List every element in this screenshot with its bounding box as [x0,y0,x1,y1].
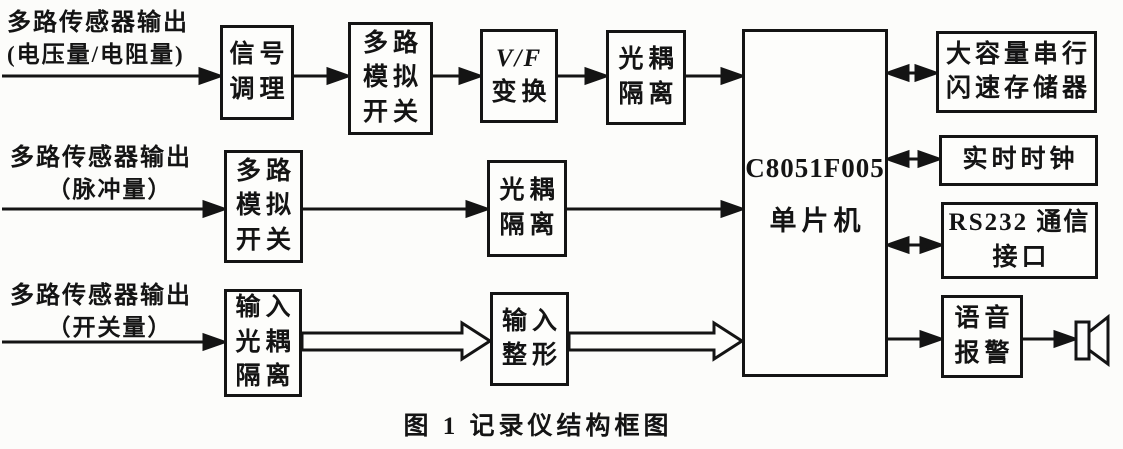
block-label-line: 光耦 [235,328,296,356]
arrow-mcu-rs232-bidirectional [883,235,946,255]
block-label-line: 整形 [501,342,562,369]
arrow-input3-to-input-opto [2,332,229,352]
input-label-line2: (电压量/电阻量) [7,42,185,68]
block-label-line: 隔离 [499,211,560,239]
arrow-opto2-to-mcu [567,199,747,219]
input-label-line1: 多路传感器输出 [10,283,192,309]
block-vf-converter: V/F 变换 [480,29,558,123]
arrow-mcu-flash-bidirectional [883,63,941,83]
block-label-line: 模拟 [235,192,296,220]
arrow-analog-switch-to-vf [433,66,485,86]
block-label-line: 接口 [992,243,1051,271]
block-input-shaping: 输入 整形 [490,292,569,386]
block-label-line: 模拟 [362,64,423,92]
block-rtc: 实时时钟 [939,135,1098,186]
bus-arrow-input-opto-to-shaping [300,320,493,362]
block-label-line: 输入 [501,307,562,335]
block-label-line: 开关 [362,98,423,126]
input-label-voltage-resistance: 多路传感器输出 (电压量/电阻量) [7,7,189,70]
block-label-line: 单片机 [769,206,866,236]
block-voice-alarm: 语音 报警 [941,295,1023,378]
block-label-line: 变换 [491,79,552,106]
block-analog-switch-2: 多路 模拟 开关 [224,150,303,263]
block-label-line: RS232 通信 [948,209,1091,236]
arrow-mcu-rtc-bidirectional [883,149,944,169]
block-label-line: 调理 [229,75,290,103]
input-label-line1: 多路传感器输出 [10,145,192,171]
block-input-opto-isolation: 输入 光耦 隔离 [224,289,302,397]
block-label-line: 隔离 [618,80,679,108]
arrow-input2-to-analog-switch2 [2,199,229,219]
input-label-line2: （开关量） [47,315,173,341]
block-label-line: V/F [495,44,543,72]
block-signal-conditioning: 信号 调理 [220,25,294,120]
block-label-line: 实时时钟 [962,146,1079,174]
block-opto-isolation-2: 光耦 隔离 [487,160,567,257]
block-label-line: 信号 [229,41,290,68]
block-label-line: 大容量串行 [945,40,1091,68]
figure-caption: 图 1 记录仪结构框图 [403,413,673,440]
block-analog-switch-1: 多路 模拟 开关 [348,22,433,135]
block-label-line: 光耦 [499,177,560,204]
mcu-label: C8051F005 单片机 [745,150,885,241]
block-opto-isolation-1: 光耦 隔离 [606,30,686,125]
speaker-icon [1074,313,1110,367]
block-flash-memory: 大容量串行 闪速存储器 [936,31,1097,113]
input-label-switch: 多路传感器输出 （开关量） [10,280,210,343]
block-label-line: 隔离 [235,363,296,391]
block-label-line: 开关 [235,226,296,254]
input-label-line1: 多路传感器输出 [7,10,189,36]
arrow-analog-switch2-to-opto2 [303,199,492,219]
block-label-line: 闪速存储器 [945,75,1091,102]
arrow-vf-to-opto1 [558,66,611,86]
arrow-signal-conditioning-to-analog-switch [294,66,353,86]
block-label-line: 多路 [362,29,423,57]
block-label-line: C8051F005 [745,152,885,183]
block-label-line: 多路 [235,157,296,185]
block-label-line: 光耦 [618,46,679,73]
arrow-voice-alarm-to-speaker [1023,329,1080,349]
arrow-input1-to-signal-conditioning [2,66,225,86]
block-label-line: 报警 [954,339,1015,367]
block-label-line: 输入 [235,294,296,322]
block-label-line: 语音 [954,305,1015,332]
input-label-pulse: 多路传感器输出 （脉冲量） [10,142,210,205]
input-label-line2: （脉冲量） [47,177,173,203]
block-mcu-c8051f005: C8051F005 单片机 [742,29,888,377]
block-rs232-interface: RS232 通信 接口 [941,202,1098,279]
bus-arrow-shaping-to-mcu [567,320,745,362]
arrow-opto1-to-mcu [686,66,747,86]
arrow-mcu-to-voice-alarm [888,329,946,349]
